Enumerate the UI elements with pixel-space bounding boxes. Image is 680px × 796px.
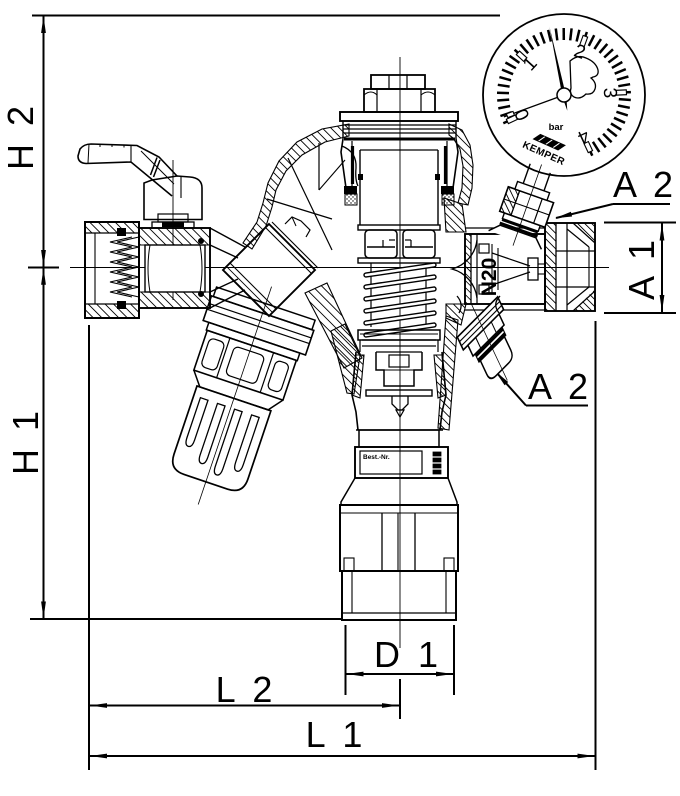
svg-text:3: 3 [599,87,620,98]
svg-text:A 1: A 1 [621,236,662,300]
svg-text:H 2: H 2 [0,102,41,170]
svg-text:A 2: A 2 [528,366,592,407]
svg-text:L 2: L 2 [216,669,277,710]
svg-text:A 2: A 2 [613,164,677,205]
svg-text:Best.-Nr.: Best.-Nr. [363,454,390,461]
svg-text:H 1: H 1 [5,407,46,475]
svg-text:N20: N20 [478,258,501,297]
svg-text:L 1: L 1 [306,714,367,755]
svg-text:bar: bar [549,122,564,133]
svg-text:D 1: D 1 [374,634,442,675]
